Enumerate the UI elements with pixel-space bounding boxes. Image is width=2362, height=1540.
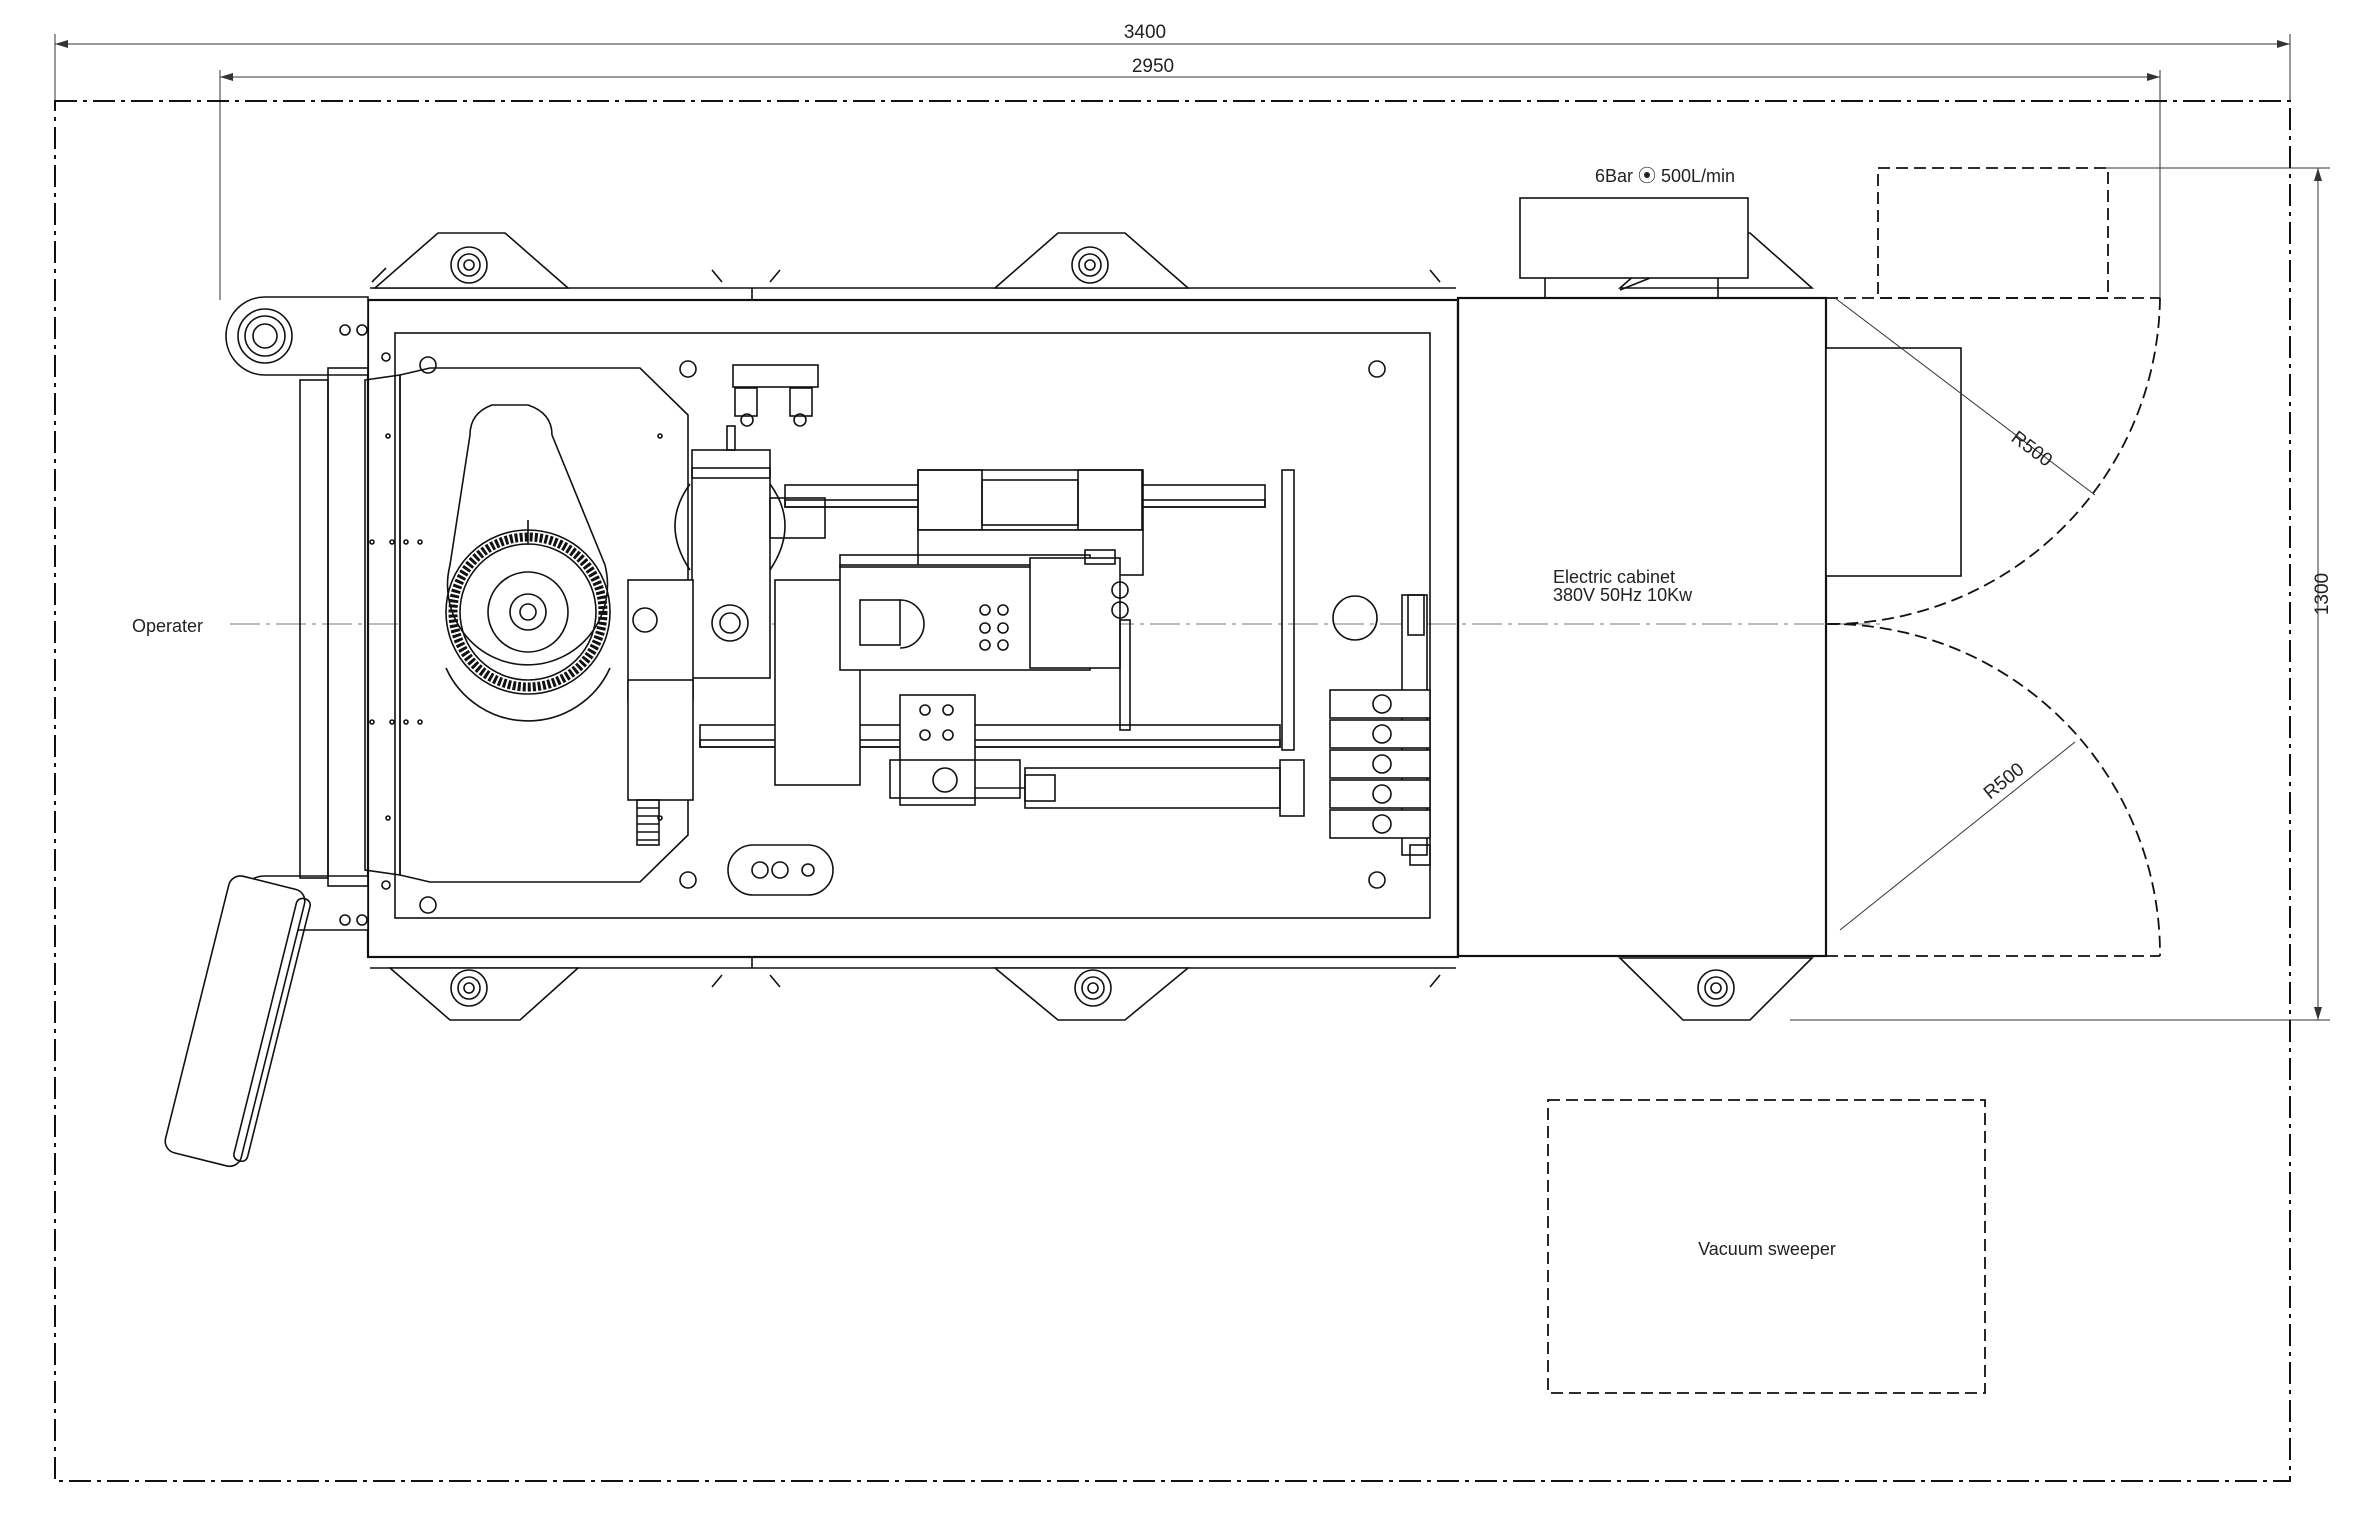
- end-stop-bar: [1281, 469, 1295, 751]
- mounting-foot-bottom-left: [387, 967, 581, 1021]
- mounting-foot-top-mid: [992, 232, 1191, 289]
- cabinet-label-line1: Electric cabinet: [1553, 567, 1675, 587]
- left-roller-top: [225, 296, 369, 376]
- air-supply-unit: 6Bar ⦿ 500L/min: [1519, 166, 1749, 298]
- radius-top-label: R500: [2007, 427, 2056, 471]
- mounting-foot-bottom-right: [1618, 957, 1814, 1021]
- vertical-slide: [627, 579, 694, 846]
- tool-spindle: [674, 425, 826, 679]
- operator-label: Operater: [132, 616, 203, 636]
- floor-boundary: [54, 100, 2291, 1482]
- cabinet-label-line2: 380V 50Hz 10Kw: [1553, 585, 1693, 605]
- dimension-2950-label: 2950: [1132, 56, 1174, 77]
- bottom-holder: [727, 844, 834, 896]
- left-guide-frame: [327, 367, 369, 887]
- dimension-3400-label: 3400: [1124, 22, 1166, 43]
- left-guide-bar: [299, 379, 329, 879]
- air-supply-label: 6Bar ⦿ 500L/min: [1595, 166, 1735, 186]
- vacuum-sweeper: Vacuum sweeper: [1547, 1099, 1986, 1394]
- mounting-foot-bottom-mid: [992, 967, 1191, 1021]
- lower-bracket: [889, 694, 1021, 806]
- mounting-foot-top-left: [372, 232, 571, 289]
- radius-bottom-label: R500: [1980, 759, 2029, 804]
- dimension-depth: 1300: [1790, 167, 2333, 1021]
- dimension-machine-width: 2950: [219, 56, 2161, 300]
- pneumatic-cylinder: [975, 759, 1305, 817]
- cabinet-door-clearance: R500 R500: [1825, 167, 2161, 957]
- linear-guide-bottom: [699, 724, 1281, 748]
- dimension-overall-width: 3400: [54, 22, 2291, 100]
- valve-manifold: [1329, 594, 1431, 866]
- foot-pedal: [164, 875, 311, 1168]
- rotary-plate: [364, 367, 689, 883]
- top-clamp: [732, 364, 819, 427]
- rail-handles: [371, 267, 1441, 988]
- plate-holes: [369, 352, 1386, 914]
- main-carriage: [774, 549, 1131, 786]
- electric-cabinet: Electric cabinet 380V 50Hz 10Kw: [1456, 296, 1828, 958]
- dimension-1300-label: 1300: [2312, 573, 2333, 615]
- vacuum-sweeper-label: Vacuum sweeper: [1698, 1239, 1836, 1259]
